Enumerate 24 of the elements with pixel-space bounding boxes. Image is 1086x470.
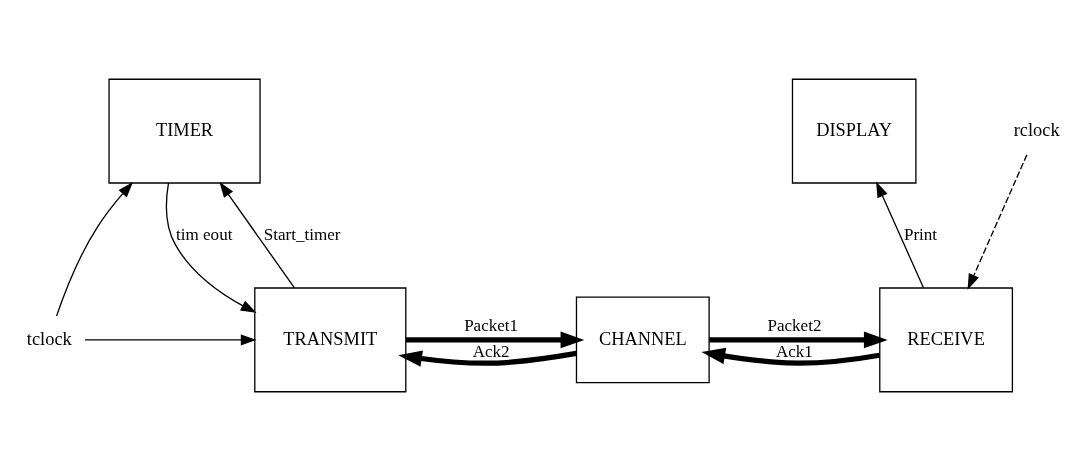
arrow [967,153,1028,290]
edge-label: Print [903,224,938,244]
arrow [84,333,257,345]
edge-label: Ack1 [775,341,813,361]
edge-label: tim eout [176,224,233,244]
arrow [405,331,585,348]
edge-label: Packet2 [767,315,822,335]
arrow [709,331,888,348]
arrow [876,181,925,288]
arrow [701,347,880,366]
node-box: CHANNEL [575,296,710,383]
node-box: TRANSMIT [254,286,407,392]
edge-label: Packet1 [464,315,519,335]
arrow [55,181,134,317]
edge-label: Start_timer [263,224,341,244]
node-box: RECEIVE [879,286,1014,392]
arrow [165,182,257,313]
edge-label: Ack2 [472,341,510,361]
node-text: rclock [1013,119,1060,140]
node-text: tclock [26,328,72,349]
node-box: DISPLAY [791,78,917,184]
arrow [398,349,577,367]
node-box: TIMER [108,78,261,184]
arrow [219,181,296,288]
